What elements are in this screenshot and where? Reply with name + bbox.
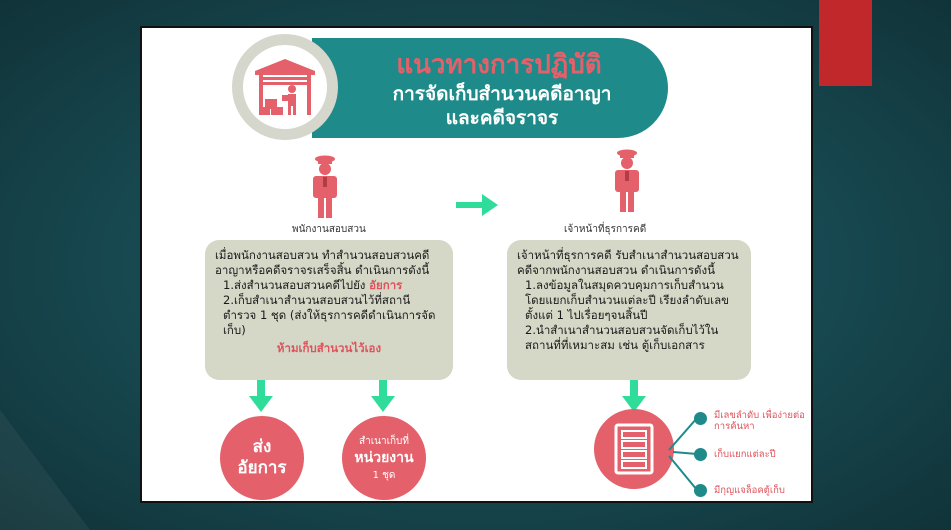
copy-kept-bubble: สำเนาเก็บที่ หน่วยงาน 1 ชุด (342, 416, 426, 500)
option-dot (694, 484, 707, 497)
corner-accent (819, 0, 872, 86)
filing-cabinet-icon (614, 423, 654, 475)
investigator-step-2: 2.เก็บสำเนาสำนวนสอบสวนไว้ที่สถานีตำรวจ 1… (223, 293, 436, 337)
page-subtitle: การจัดเก็บสำนวนคดีอาญา และคดีจราจร (342, 82, 662, 130)
option-label: เก็บแยกแต่ละปี (714, 449, 776, 460)
background-decoration (0, 410, 90, 530)
infographic-slide: แนวทางการปฏิบัติ การจัดเก็บสำนวนคดีอาญา … (140, 26, 813, 503)
subtitle-line-2: และคดีจราจร (445, 107, 559, 129)
page-title: แนวทางการปฏิบัติ (396, 50, 602, 80)
warning-text: ห้ามเก็บสำนวนไว้เอง (276, 341, 382, 355)
investigator-step-1: 1.ส่งสำนวนสอบสวนคดีไปยัง อัยการ (223, 278, 403, 292)
option-label: มีกุญแจล็อคตู้เก็บ (714, 485, 785, 496)
title-icon-badge (232, 34, 338, 140)
option-dot (694, 448, 707, 461)
subtitle-line-1: การจัดเก็บสำนวนคดีอาญา (392, 83, 612, 105)
flow-arrow-down (371, 380, 395, 412)
prosecutor-highlight: อัยการ (369, 278, 403, 292)
flow-arrow-right (456, 194, 498, 216)
option-label: มีเลขลำดับ เพื่อง่ายต่อการค้นหา (714, 410, 805, 432)
send-prosecutor-bubble: ส่ง อัยการ (220, 416, 304, 500)
clerk-steps-box: เจ้าหน้าที่ธุรการคดี รับสำเนาสำนวนสอบสวน… (507, 240, 751, 380)
warehouse-worker-icon (255, 59, 315, 115)
filing-cabinet-badge (594, 409, 674, 489)
clerk-step-1: 1.ลงข้อมูลในสมุดควบคุมการเก็บสำนวนโดยแยก… (525, 278, 729, 322)
role-investigator: พนักงานสอบสวน (292, 224, 366, 235)
flow-arrow-down (622, 380, 646, 412)
clerk-intro: เจ้าหน้าที่ธุรการคดี รับสำเนาสำนวนสอบสวน… (517, 248, 739, 277)
option-dot (694, 412, 707, 425)
role-clerk: เจ้าหน้าที่ธุรการคดี (564, 224, 647, 235)
police-officer-icon (615, 149, 639, 212)
police-officer-icon (313, 155, 337, 218)
option-connectors (668, 417, 698, 491)
title-banner (312, 38, 668, 138)
investigator-steps-box: เมื่อพนักงานสอบสวน ทำสำนวนสอบสวนคดีอาญาห… (205, 240, 453, 380)
clerk-step-2: 2.นำสำเนาสำนวนสอบสวนจัดเก็บไว้ในสถานที่ท… (525, 323, 719, 352)
investigator-intro: เมื่อพนักงานสอบสวน ทำสำนวนสอบสวนคดีอาญาห… (215, 248, 430, 277)
flow-arrow-down (249, 380, 273, 412)
